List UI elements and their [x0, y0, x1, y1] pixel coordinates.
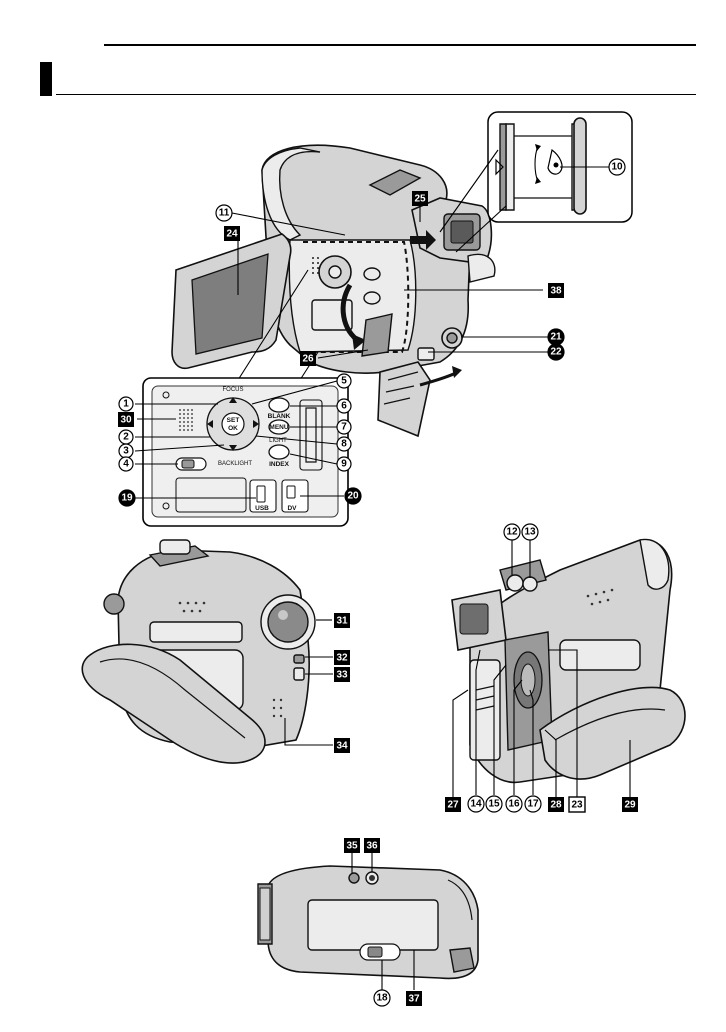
svg-text:18: 18 — [376, 993, 388, 1004]
svg-text:28: 28 — [550, 800, 562, 811]
svg-text:16: 16 — [508, 799, 520, 810]
ok-label: OK — [228, 425, 238, 432]
svg-text:6: 6 — [341, 401, 347, 412]
callout-8: 8 — [337, 437, 351, 451]
svg-text:38: 38 — [550, 286, 562, 297]
callout-20: 20 — [345, 488, 361, 504]
set-label: SET — [227, 417, 240, 424]
svg-text:21: 21 — [550, 332, 562, 343]
svg-text:34: 34 — [336, 741, 348, 752]
svg-text:37: 37 — [408, 994, 420, 1005]
svg-text:36: 36 — [366, 841, 378, 852]
callout-34: 34 — [334, 738, 350, 753]
menu-label: MENU — [269, 424, 288, 431]
callout-5: 5 — [337, 374, 351, 388]
callout-29: 29 — [622, 797, 638, 812]
callout-32: 32 — [334, 650, 350, 665]
svg-text:23: 23 — [571, 800, 583, 811]
svg-text:22: 22 — [550, 347, 562, 358]
callout-15: 15 — [486, 796, 502, 812]
svg-text:8: 8 — [341, 439, 347, 450]
callout-23: 23 — [569, 797, 585, 812]
index-label: INDEX — [269, 461, 290, 468]
svg-text:35: 35 — [346, 841, 358, 852]
camcorder-rear-view — [452, 539, 685, 782]
callout-21: 21 — [548, 329, 564, 345]
callout-26: 26 — [300, 351, 316, 366]
dv-label: DV — [287, 505, 297, 512]
svg-text:13: 13 — [524, 527, 536, 538]
svg-text:20: 20 — [347, 491, 359, 502]
callout-28: 28 — [548, 797, 564, 812]
svg-text:24: 24 — [226, 229, 238, 240]
callout-33: 33 — [334, 667, 350, 682]
svg-text:2: 2 — [123, 432, 129, 443]
svg-text:25: 25 — [414, 194, 426, 205]
svg-text:26: 26 — [302, 354, 314, 365]
callout-24: 24 — [224, 226, 240, 241]
svg-text:17: 17 — [527, 799, 539, 810]
callout-18: 18 — [374, 990, 390, 1006]
callout-30: 30 — [118, 412, 134, 427]
svg-text:31: 31 — [336, 616, 348, 627]
callout-17: 17 — [525, 796, 541, 812]
callout-25: 25 — [412, 191, 428, 206]
svg-text:32: 32 — [336, 653, 348, 664]
callout-31: 31 — [334, 613, 350, 628]
svg-text:7: 7 — [341, 422, 347, 433]
callout-6: 6 — [337, 399, 351, 413]
callout-2: 2 — [119, 430, 133, 444]
callout-36: 36 — [364, 838, 380, 853]
callout-38: 38 — [548, 283, 564, 298]
svg-text:29: 29 — [624, 800, 636, 811]
callout-3: 3 — [119, 444, 133, 458]
svg-text:4: 4 — [123, 459, 129, 470]
callout-11: 11 — [216, 205, 232, 221]
svg-text:30: 30 — [120, 415, 132, 426]
callout-13: 13 — [522, 524, 538, 540]
callout-22: 22 — [548, 344, 564, 360]
camcorder-bottom-view — [258, 866, 478, 978]
svg-text:5: 5 — [341, 376, 347, 387]
svg-text:12: 12 — [506, 527, 518, 538]
usb-label: USB — [255, 505, 269, 512]
backlight-label: BACKLIGHT — [218, 461, 252, 467]
callout-7: 7 — [337, 420, 351, 434]
control-panel-detail: SET OK FOCUS BACKLIGHT BLANK MENU LIGHT … — [143, 378, 348, 526]
callout-12: 12 — [504, 524, 520, 540]
callout-19: 19 — [119, 490, 135, 506]
callout-27: 27 — [445, 797, 461, 812]
svg-text:3: 3 — [123, 446, 129, 457]
svg-text:33: 33 — [336, 670, 348, 681]
callout-10: 10 — [609, 159, 625, 175]
svg-text:19: 19 — [121, 493, 133, 504]
svg-text:14: 14 — [470, 799, 482, 810]
callout-37: 37 — [406, 991, 422, 1006]
focus-label: FOCUS — [223, 387, 244, 393]
blank-label: BLANK — [268, 413, 291, 420]
callout-1: 1 — [119, 397, 133, 411]
svg-text:1: 1 — [123, 399, 129, 410]
callout-4: 4 — [119, 457, 133, 471]
svg-text:10: 10 — [611, 162, 623, 173]
svg-text:11: 11 — [219, 208, 230, 219]
callout-14: 14 — [468, 796, 484, 812]
camcorder-front-view — [82, 540, 315, 763]
svg-text:15: 15 — [488, 799, 500, 810]
callout-35: 35 — [344, 838, 360, 853]
svg-text:27: 27 — [447, 800, 459, 811]
svg-text:9: 9 — [341, 459, 347, 470]
callout-9: 9 — [337, 457, 351, 471]
callout-16: 16 — [506, 796, 522, 812]
